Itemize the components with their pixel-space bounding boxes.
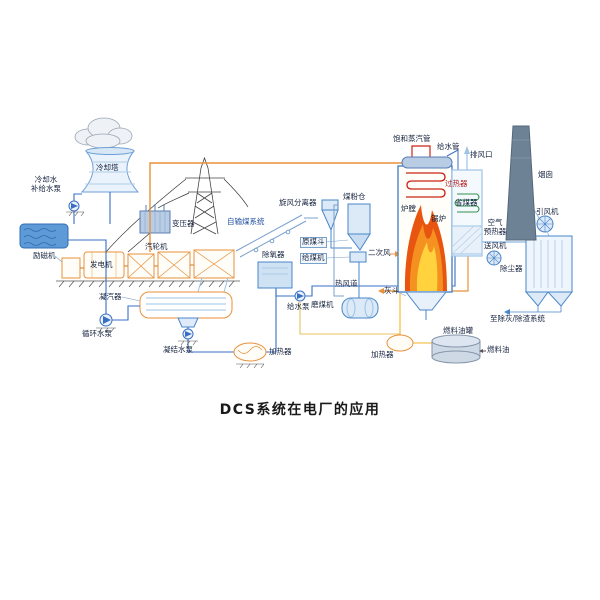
deaerator-label: 除氧器	[262, 250, 285, 259]
ground-line	[56, 280, 240, 288]
chimney-label: 烟囱	[538, 170, 553, 179]
cyclone-separator-label: 旋风分离器	[279, 198, 317, 207]
fan-icons	[486, 207, 554, 266]
steam-lines	[149, 145, 459, 252]
coal-conveying-label: 自输煤系统	[227, 217, 265, 226]
coal-feeder-label: 给煤机	[300, 253, 327, 264]
economizer-label: 省煤器	[455, 198, 478, 207]
river-shape	[19, 223, 69, 249]
transformer-label: 变压器	[172, 219, 195, 228]
dust-collector-label: 除尘器	[500, 264, 523, 273]
air-preheater-label: 空气 预热器	[482, 218, 508, 236]
transformer-shape	[127, 204, 171, 253]
fuel-oil-tank-label: 燃料油罐	[443, 326, 473, 335]
condensate-pump-label: 凝结水泵	[163, 345, 193, 354]
boiler-label: 锅炉	[431, 214, 446, 223]
saturated-steam-pipe-label: 饱和蒸汽管	[393, 134, 431, 143]
circulating-pump-label: 循环水泵	[82, 329, 112, 338]
raw-coal-hopper-label: 原煤斗	[300, 237, 327, 248]
air-preheater-label-line2: 预热器	[483, 226, 507, 236]
condenser-shape	[139, 277, 233, 328]
fuel-oil-label: 燃料油	[487, 345, 510, 354]
condenser-label: 凝汽器	[99, 292, 122, 301]
lp-heater-shape	[233, 342, 267, 362]
cooling-tower-label: 冷却塔	[96, 163, 119, 172]
air-outlet-label: 排风口	[470, 150, 493, 159]
makeup-water-pump-label-line2: 补给水泵	[31, 183, 61, 193]
coal-mill-label: 磨煤机	[311, 300, 334, 309]
steam-cloud-icon	[74, 117, 133, 149]
flue-duct-shape	[451, 146, 526, 257]
oil-heater-label: 加热器	[371, 350, 394, 359]
feedwater-pump-label: 给水泵	[287, 302, 310, 311]
lp-heater-label: 加热器	[269, 347, 292, 356]
steam-turbine-label: 汽轮机	[145, 242, 168, 251]
makeup-water-pump-label: 冷却水 补给水泵	[26, 175, 66, 193]
deaerator-shape	[257, 261, 293, 289]
coal-bunker-label: 煤粉仓	[343, 192, 366, 201]
to-ash-slag-system-label: 至除灰/除渣系统	[490, 314, 546, 323]
exciter-label: 励磁机	[33, 251, 56, 260]
air-preheater-label-line1: 空气	[487, 218, 503, 227]
makeup-water-pump-label-line1: 冷却水	[34, 175, 58, 184]
furnace-label: 炉膛	[401, 204, 416, 213]
pump-icons	[68, 200, 306, 340]
fuel-oil-system-shape	[299, 293, 486, 364]
feedwater-pipe-label: 给水管	[437, 142, 460, 151]
chimney-shape	[505, 125, 537, 241]
generator-label: 发电机	[90, 260, 113, 269]
secondary-air-label: 二次风	[368, 248, 391, 257]
transmission-tower-icon	[185, 156, 225, 235]
cooling-tower-shape	[80, 147, 140, 193]
turbine-generator-set	[61, 249, 235, 279]
coal-system	[235, 199, 379, 319]
pump-foundations	[66, 211, 265, 369]
leader-lines	[54, 255, 141, 302]
dust-collector-shape	[504, 235, 574, 315]
hot-air-duct-label: 热风道	[335, 279, 358, 288]
induced-draft-fan-label: 引风机	[536, 207, 559, 216]
diagram-caption: DCS系统在电厂的应用	[219, 402, 381, 418]
forced-draft-fan-label: 送风机	[484, 241, 507, 250]
superheater-label: 过热器	[445, 179, 468, 188]
ash-hopper-label: 灰斗	[384, 286, 399, 295]
boiler-furnace-shape	[397, 156, 453, 320]
